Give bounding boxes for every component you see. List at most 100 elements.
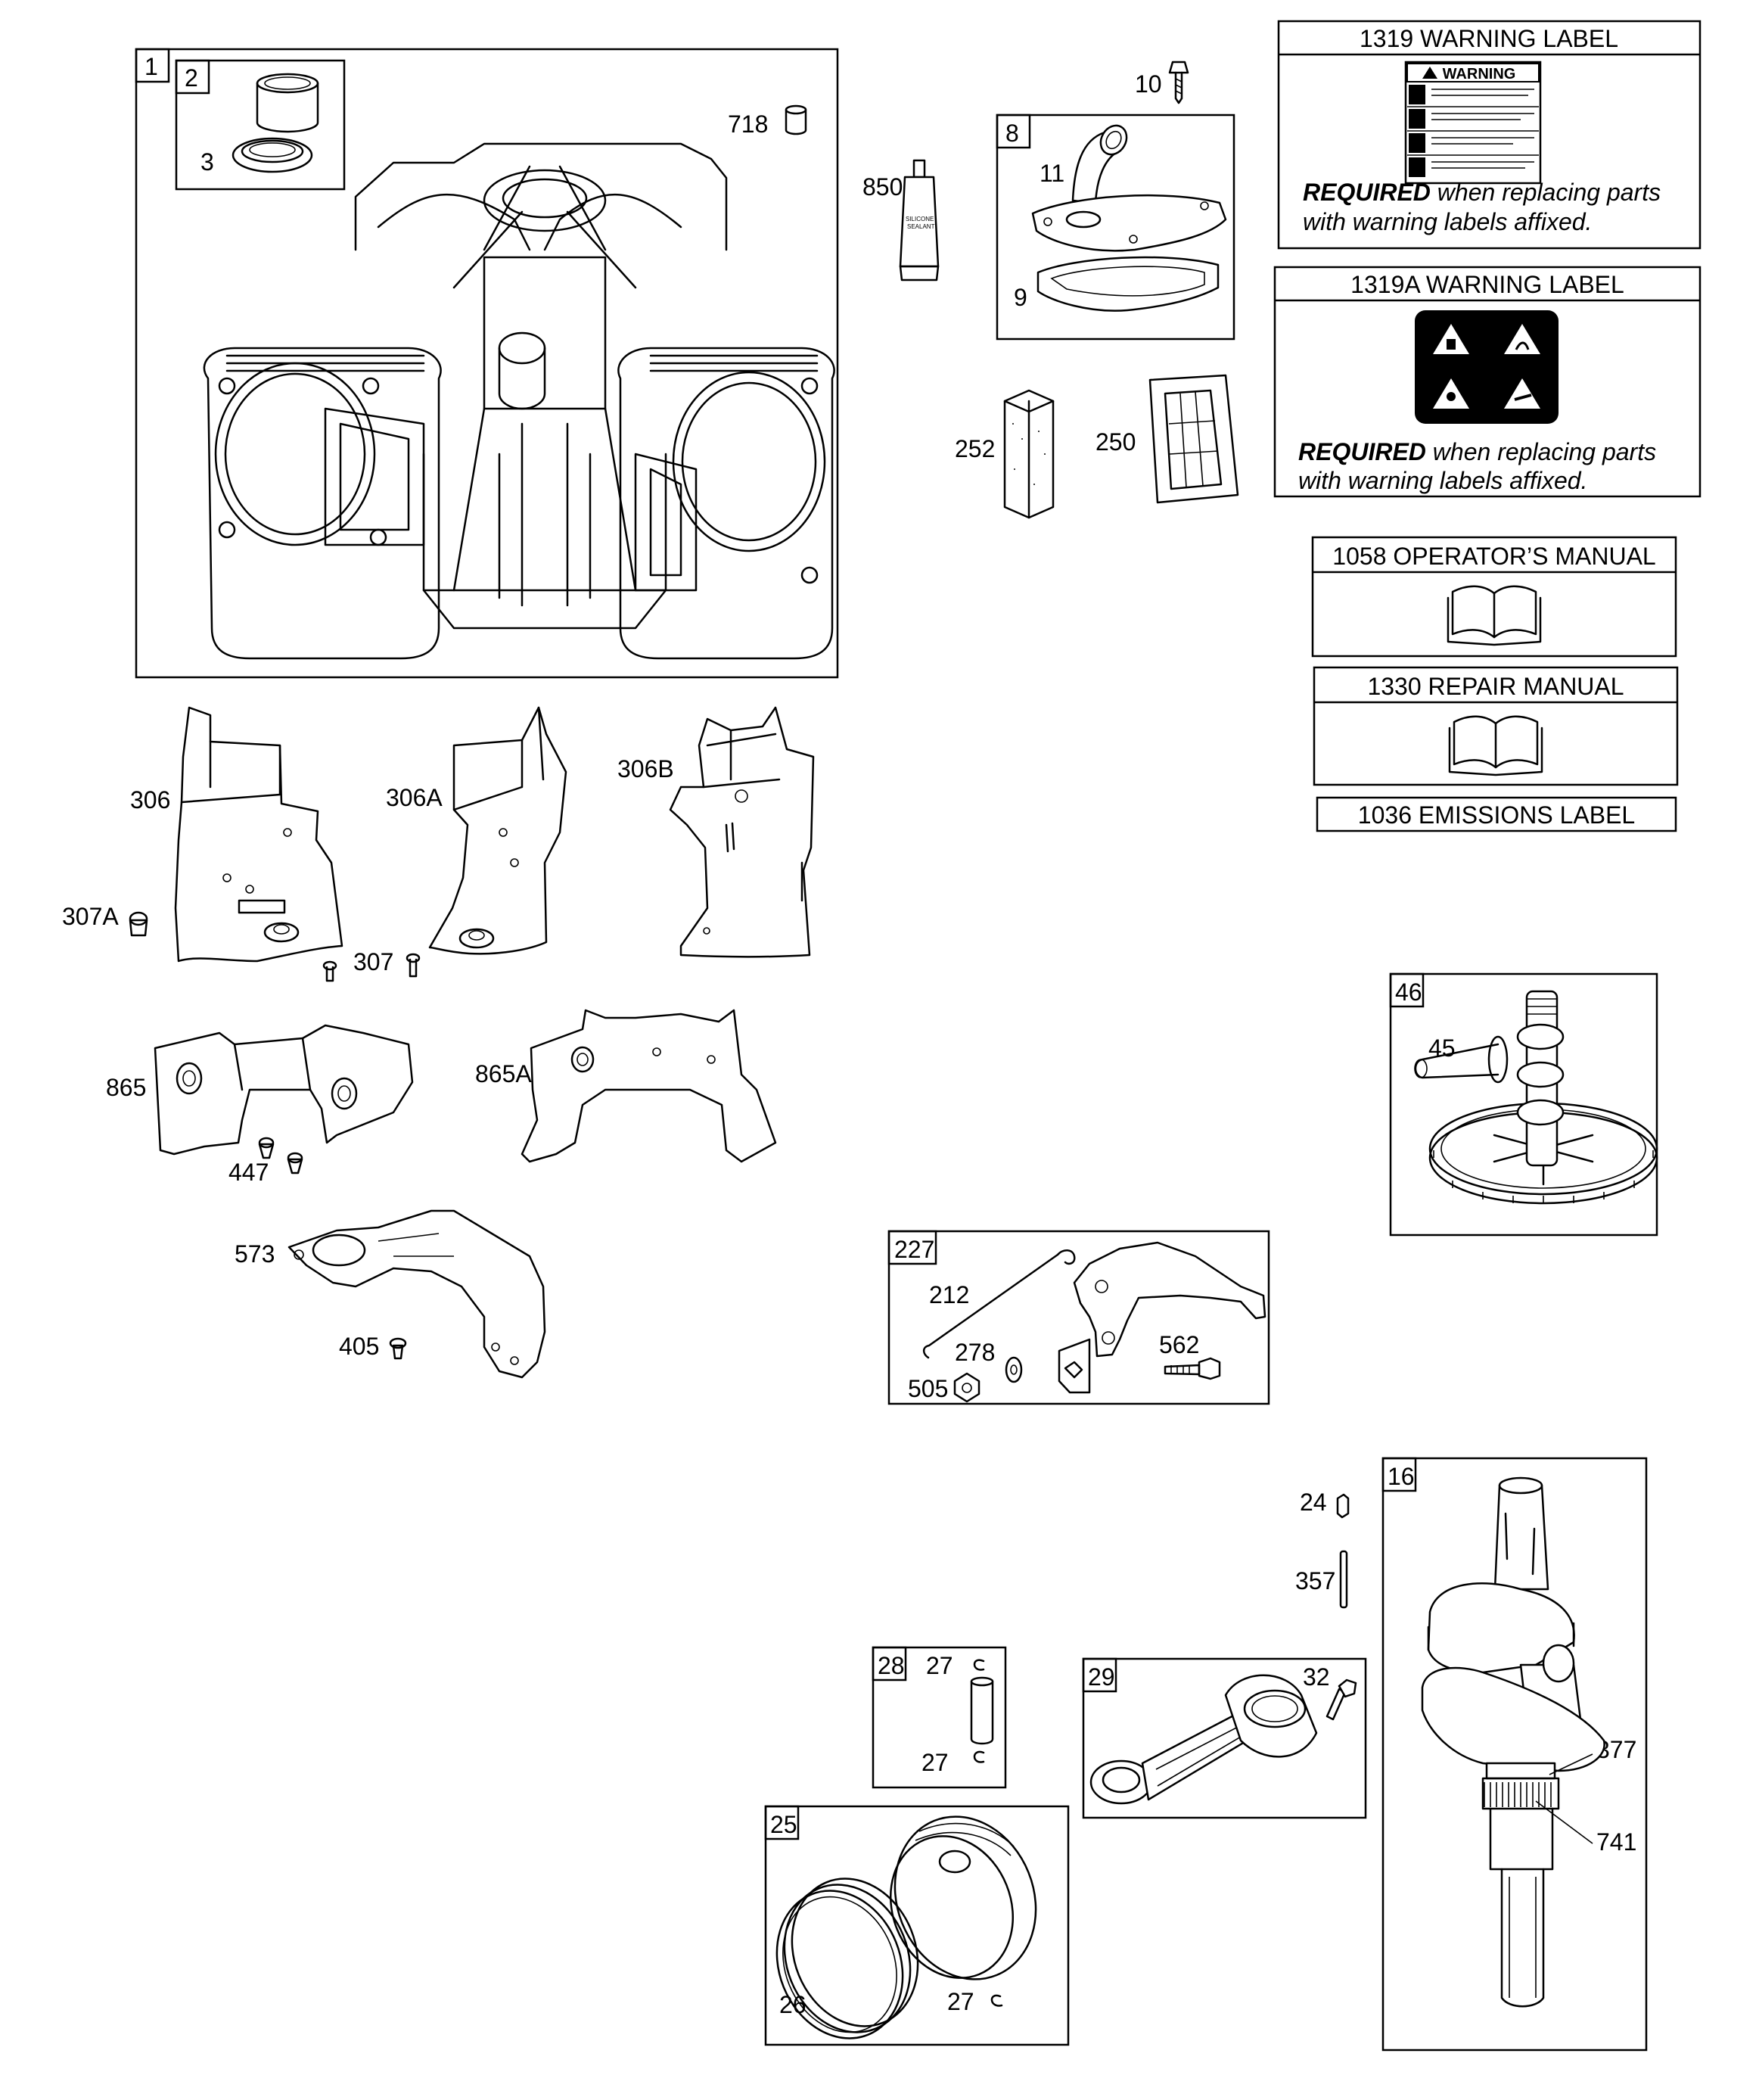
callout-8[interactable]: 8 <box>1005 120 1019 147</box>
callout-573[interactable]: 573 <box>235 1240 275 1268</box>
bolt-32-part <box>1325 1678 1357 1721</box>
pin-45-part <box>1414 1035 1509 1084</box>
callout-box-8 <box>996 114 1235 341</box>
book-icon <box>1448 715 1543 776</box>
screw-10-part <box>1168 61 1189 104</box>
callout-212[interactable]: 212 <box>929 1281 969 1308</box>
connecting-rod-part <box>1089 1674 1318 1805</box>
repair-manual-title: 1330 REPAIR MANUAL <box>1367 673 1624 700</box>
pin-357-part <box>1339 1550 1348 1609</box>
governor-lever-part <box>1058 1241 1266 1394</box>
sealant-tube-part: SILICONE SEALANT <box>899 159 940 282</box>
callout-306B[interactable]: 306B <box>617 755 674 782</box>
callout-505[interactable]: 505 <box>908 1375 948 1402</box>
callout-box-1 <box>135 48 839 679</box>
filter-foam-252-part <box>1003 389 1055 519</box>
clip-27-part <box>990 1994 1003 2007</box>
repair-manual-panel: 1330 REPAIR MANUAL <box>1313 666 1679 786</box>
callout-718[interactable]: 718 <box>728 110 768 138</box>
warning-label-1319A-required: REQUIRED when replacing parts <box>1298 438 1656 465</box>
piston-rings-part <box>775 1878 919 2039</box>
callout-box-16 <box>1381 1457 1648 2052</box>
screw-447-a-part <box>322 960 337 982</box>
callout-306A[interactable]: 306A <box>386 784 443 811</box>
callout-357[interactable]: 357 <box>1295 1567 1335 1594</box>
callout-11[interactable]: 11 <box>1040 160 1064 187</box>
callout-box-25 <box>764 1805 1070 2046</box>
filter-screen-250-part <box>1148 374 1239 504</box>
emissions-label-panel: 1036 EMISSIONS LABEL <box>1316 796 1677 832</box>
shroud-306B-part <box>669 706 815 958</box>
callout-27-piston[interactable]: 27 <box>947 1988 974 2015</box>
warning-label-1319A-title: 1319A WARNING LABEL <box>1350 271 1624 298</box>
engine-block-part <box>203 142 835 660</box>
bushing-part <box>256 73 319 133</box>
callout-27-top[interactable]: 27 <box>926 1652 953 1679</box>
warning-symbols-icon <box>1415 310 1559 424</box>
warning-label-1319-required-line2: with warning labels affixed. <box>1303 208 1592 235</box>
shroud-306A-part <box>428 706 567 955</box>
callout-box-46 <box>1389 972 1658 1237</box>
callout-27-bottom[interactable]: 27 <box>921 1749 949 1776</box>
callout-741[interactable]: 741 <box>1596 1828 1636 1856</box>
piston-part <box>889 1815 1037 1980</box>
callout-405[interactable]: 405 <box>339 1333 379 1360</box>
oil-seal-part <box>232 137 313 173</box>
breather-gasket-part <box>1036 256 1220 312</box>
camshaft-part <box>1428 990 1658 1205</box>
key-24-part <box>1336 1493 1350 1519</box>
callout-1[interactable]: 1 <box>145 53 158 80</box>
callout-250[interactable]: 250 <box>1095 428 1136 456</box>
callout-24[interactable]: 24 <box>1300 1489 1327 1516</box>
warning-label-1319A-panel: 1319A WARNING LABEL REQUIRED when replac… <box>1273 266 1702 498</box>
shroud-306-part <box>174 706 343 963</box>
screw-405-part <box>389 1337 407 1360</box>
warning-label-1319-title: 1319 WARNING LABEL <box>1360 25 1618 52</box>
cylinder-block-group: 1 2 3 718 <box>135 48 839 679</box>
callout-447[interactable]: 447 <box>228 1159 269 1186</box>
callout-32[interactable]: 32 <box>1303 1663 1330 1691</box>
callout-865A[interactable]: 865A <box>475 1060 532 1087</box>
warning-label-1319-panel: 1319 WARNING LABEL WARNING REQUIRED when… <box>1277 20 1702 250</box>
callout-29[interactable]: 29 <box>1088 1663 1115 1691</box>
crankshaft-part <box>1421 1476 1605 2008</box>
screw-307A-part <box>129 911 148 937</box>
callout-850[interactable]: 850 <box>862 173 903 201</box>
callout-278[interactable]: 278 <box>955 1339 995 1366</box>
callout-46[interactable]: 46 <box>1395 978 1422 1006</box>
baffle-865-part <box>154 1024 414 1156</box>
callout-3[interactable]: 3 <box>200 148 214 176</box>
callout-865[interactable]: 865 <box>106 1074 146 1101</box>
screws-447-part <box>258 1137 303 1174</box>
air-guide-573-part <box>287 1209 546 1379</box>
callout-307A[interactable]: 307A <box>62 903 119 930</box>
emissions-label-title: 1036 EMISSIONS LABEL <box>1358 801 1635 829</box>
breather-tube-part <box>1071 124 1128 204</box>
operators-manual-title: 1058 OPERATOR’S MANUAL <box>1332 543 1655 570</box>
bolt-562-part <box>1164 1357 1221 1380</box>
callout-227[interactable]: 227 <box>894 1236 934 1263</box>
baffle-865A-part <box>521 1009 777 1163</box>
callout-28[interactable]: 28 <box>878 1652 905 1679</box>
callout-16[interactable]: 16 <box>1388 1463 1415 1490</box>
operators-manual-panel: 1058 OPERATOR’S MANUAL <box>1311 536 1677 658</box>
callout-306[interactable]: 306 <box>130 786 170 814</box>
washer-278-part <box>1005 1356 1023 1383</box>
screw-307-part <box>406 953 421 978</box>
svg-text:SEALANT: SEALANT <box>907 223 935 230</box>
callout-box-28 <box>872 1646 1007 1789</box>
callout-box-29 <box>1082 1657 1367 1819</box>
warning-label-1319-required: REQUIRED when replacing parts <box>1303 179 1661 206</box>
warning-label-1319A-required-line2: with warning labels affixed. <box>1298 467 1587 494</box>
callout-307[interactable]: 307 <box>353 948 393 975</box>
callout-9[interactable]: 9 <box>1014 284 1027 311</box>
callout-2[interactable]: 2 <box>185 64 198 92</box>
callout-25[interactable]: 25 <box>770 1811 797 1838</box>
breather-cover-part <box>1031 194 1227 252</box>
callout-box-2 <box>175 59 346 191</box>
callout-562[interactable]: 562 <box>1159 1331 1199 1358</box>
callout-10[interactable]: 10 <box>1135 70 1162 98</box>
callout-252[interactable]: 252 <box>955 435 995 462</box>
callout-box-227 <box>887 1230 1270 1405</box>
